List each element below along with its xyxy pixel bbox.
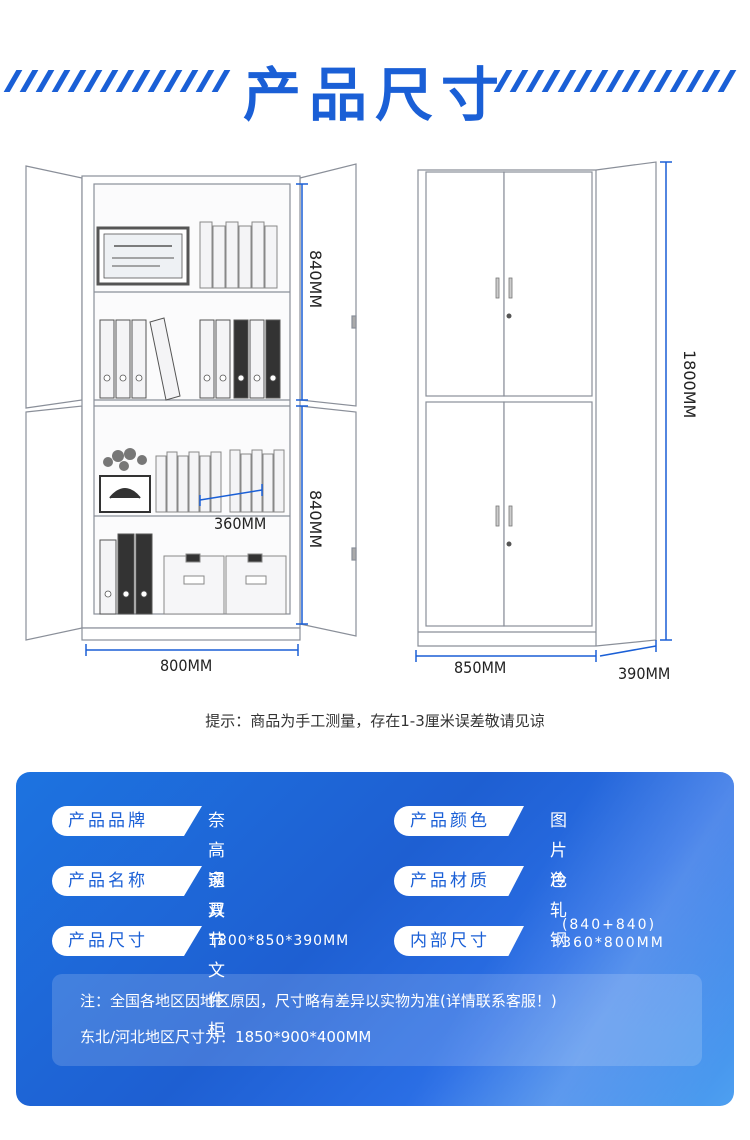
spec-value: 通双节文件柜 [208,871,227,1041]
cabinet-illustration [25,161,672,662]
lower-height-label: 840MM [306,490,325,549]
width-label: 850MM [454,658,507,677]
depth-label: 390MM [618,664,671,683]
spec-label: 产品尺寸 [52,926,202,956]
spec-value-line2: *360*800MM [553,935,665,951]
notice-line-2: 东北/河北地区尺寸为：1850*900*400MM [80,1028,372,1046]
spec-label: 产品颜色 [394,806,524,836]
section-header: 产品尺寸 [0,40,750,130]
spec-value: 奈高家具 [208,811,227,921]
notice-line-1: 注：全国各地区因地区原因，尺寸略有差异以实物为准(详情联系客服！) [80,992,557,1010]
spec-value: 图片色 [550,811,569,891]
spec-value: (840+840) *360*800MM [544,916,674,951]
spec-value: 冷轧钢 [550,871,569,951]
open-width-label: 800MM [160,656,213,675]
spec-label: 产品名称 [52,866,202,896]
spec-label: 内部尺寸 [394,926,524,956]
spec-value: 1800*850*390MM [208,933,350,949]
cabinet-diagram: 840MM 840MM 360MM 800MM 1800MM 850MM 390… [0,150,750,690]
spec-label: 产品材质 [394,866,524,896]
page-title: 产品尺寸 [242,61,507,129]
spec-label: 产品品牌 [52,806,202,836]
inner-depth-label: 360MM [214,514,267,533]
upper-height-label: 840MM [306,250,325,309]
measurement-note: 提示：商品为手工测量，存在1-3厘米误差敬请见谅 [205,712,545,730]
spec-panel: 产品品牌 奈高家具 产品颜色 图片色 产品名称 通双节文件柜 产品材质 冷轧钢 … [16,772,734,1106]
total-height-label: 1800MM [680,350,699,419]
region-notice: 注：全国各地区因地区原因，尺寸略有差异以实物为准(详情联系客服！) 东北/河北地… [52,974,702,1066]
spec-value-line1: (840+840) [561,917,657,933]
